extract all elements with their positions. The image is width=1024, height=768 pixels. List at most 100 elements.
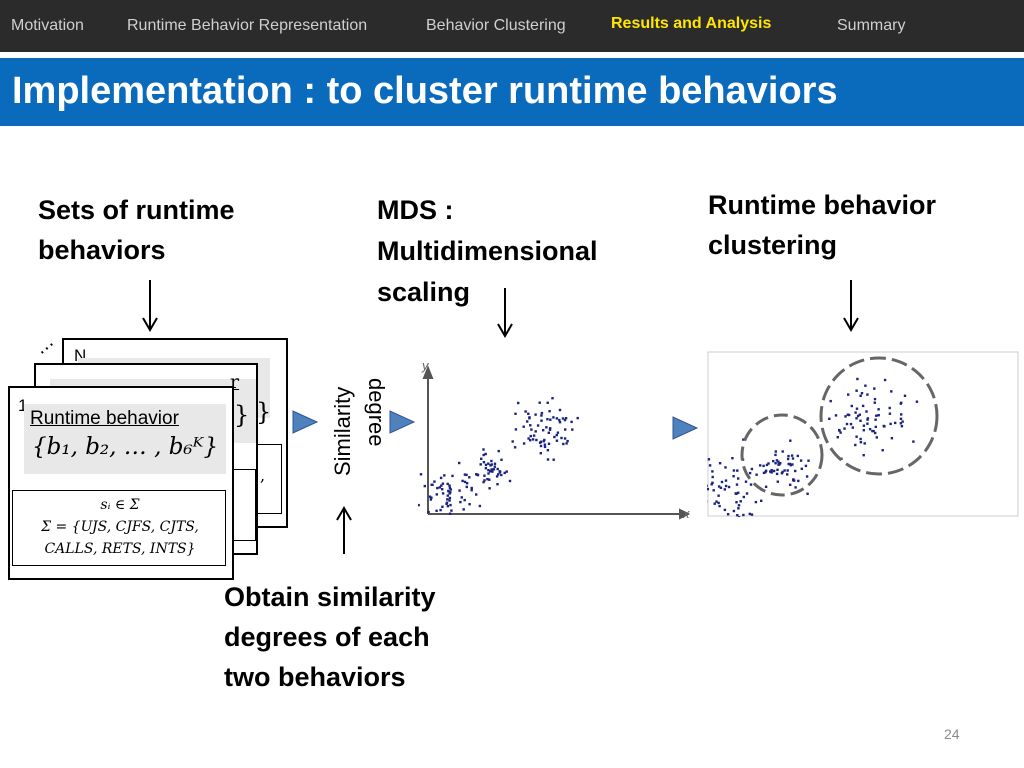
mds-point — [427, 510, 430, 514]
cluster-point — [874, 431, 877, 435]
mds-point — [539, 444, 543, 448]
title-bar: Implementation : to cluster runtime beha… — [0, 58, 1024, 126]
caption-line: Sets of runtime — [38, 195, 235, 225]
mds-point — [555, 433, 558, 437]
flow-arrow-3 — [672, 416, 699, 440]
cluster-point — [767, 462, 770, 465]
nav-item-runtime-behavior-representation[interactable]: Runtime Behavior Representation — [127, 17, 368, 34]
mds-point — [490, 459, 493, 463]
mds-point — [571, 428, 574, 431]
mds-point — [460, 496, 463, 499]
mds-point — [493, 465, 496, 468]
cluster-point — [742, 513, 745, 517]
mds-point — [490, 468, 494, 471]
cluster-point — [791, 463, 794, 466]
cluster-point — [707, 484, 708, 487]
cluster-point — [732, 509, 736, 513]
mds-point — [483, 479, 486, 482]
y-axis-label: y — [421, 358, 430, 373]
nav-item-summary[interactable]: Summary — [837, 17, 906, 34]
mds-point — [480, 457, 483, 460]
cluster-point — [894, 421, 897, 425]
cluster-point — [760, 499, 763, 502]
cluster-point — [874, 418, 877, 421]
cluster-point — [789, 464, 792, 467]
caption-clustering: Runtime behavior clustering — [708, 185, 936, 265]
mds-point — [534, 413, 537, 416]
mds-point — [536, 424, 540, 427]
sigma-line-1: sᵢ ∈ Σ — [100, 497, 140, 513]
cluster-point — [873, 397, 877, 401]
mds-point — [450, 509, 453, 512]
mds-point — [435, 509, 438, 512]
mds-point — [538, 401, 541, 404]
mds-point — [508, 479, 512, 483]
mds-point — [549, 427, 552, 430]
cluster-point — [774, 450, 777, 453]
cluster-point — [847, 413, 851, 417]
mds-point — [540, 419, 543, 422]
cluster-point — [794, 469, 797, 473]
mds-point — [558, 418, 561, 422]
cluster-point — [724, 479, 728, 482]
mds-point — [441, 492, 445, 495]
cluster-point — [850, 404, 853, 408]
cluster-point — [759, 464, 762, 467]
nav-item-behavior-clustering[interactable]: Behavior Clustering — [426, 17, 566, 34]
mds-point — [529, 434, 532, 438]
mds-scatter-plot: x y — [418, 358, 691, 521]
mds-point — [448, 496, 452, 500]
nav-item-motivation[interactable]: Motivation — [11, 17, 84, 34]
cluster-point — [864, 384, 867, 387]
cluster-point — [915, 400, 919, 403]
cluster-point — [855, 407, 859, 410]
cluster-point — [776, 480, 779, 483]
cluster-point — [790, 454, 794, 457]
mds-point — [560, 436, 563, 440]
mds-point — [522, 442, 526, 445]
behavior-card-1: 1 Runtime behavior {b₁, b₂, … , b₆ᴷ} sᵢ … — [8, 386, 234, 580]
mds-point — [483, 474, 486, 477]
behavior-box: Runtime behavior {b₁, b₂, … , b₆ᴷ} — [24, 404, 226, 474]
cluster-point — [755, 473, 758, 476]
mds-point — [482, 448, 485, 451]
cluster-point — [780, 472, 784, 475]
cluster-point — [786, 469, 789, 472]
cluster-point — [735, 483, 739, 486]
nav-item-results-and-analysis[interactable]: Results and Analysis — [611, 15, 772, 32]
mds-point — [527, 437, 530, 440]
mds-point — [448, 512, 452, 515]
caption-line: Runtime behavior — [708, 190, 937, 220]
mds-point — [436, 486, 439, 490]
mds-point — [479, 463, 482, 466]
cluster-point — [764, 485, 768, 488]
cluster-point — [839, 431, 842, 434]
mds-point — [556, 431, 560, 434]
cluster-point — [875, 414, 878, 417]
mds-point — [514, 428, 518, 431]
cluster-point — [855, 417, 858, 420]
cluster-point — [792, 479, 795, 482]
cluster-point — [719, 486, 723, 489]
mds-point — [570, 420, 573, 424]
cluster-point — [862, 424, 866, 427]
mds-point — [438, 486, 441, 489]
cluster-point — [797, 479, 800, 483]
mds-point — [446, 482, 449, 486]
mds-point — [555, 439, 559, 442]
mds-point — [498, 470, 501, 473]
mds-point — [487, 469, 490, 472]
mds-point — [547, 442, 551, 445]
mds-point — [487, 472, 490, 475]
mds-point — [543, 445, 547, 449]
cluster-point — [726, 513, 730, 516]
cluster-point — [851, 426, 854, 429]
cluster-point — [737, 491, 740, 494]
cluster-point — [849, 422, 853, 426]
cluster-point — [762, 471, 766, 475]
caption-line: Multidimensional — [377, 236, 598, 266]
mds-point — [429, 498, 433, 501]
mds-point — [511, 440, 514, 443]
down-arrow-cluster-head — [843, 317, 859, 332]
